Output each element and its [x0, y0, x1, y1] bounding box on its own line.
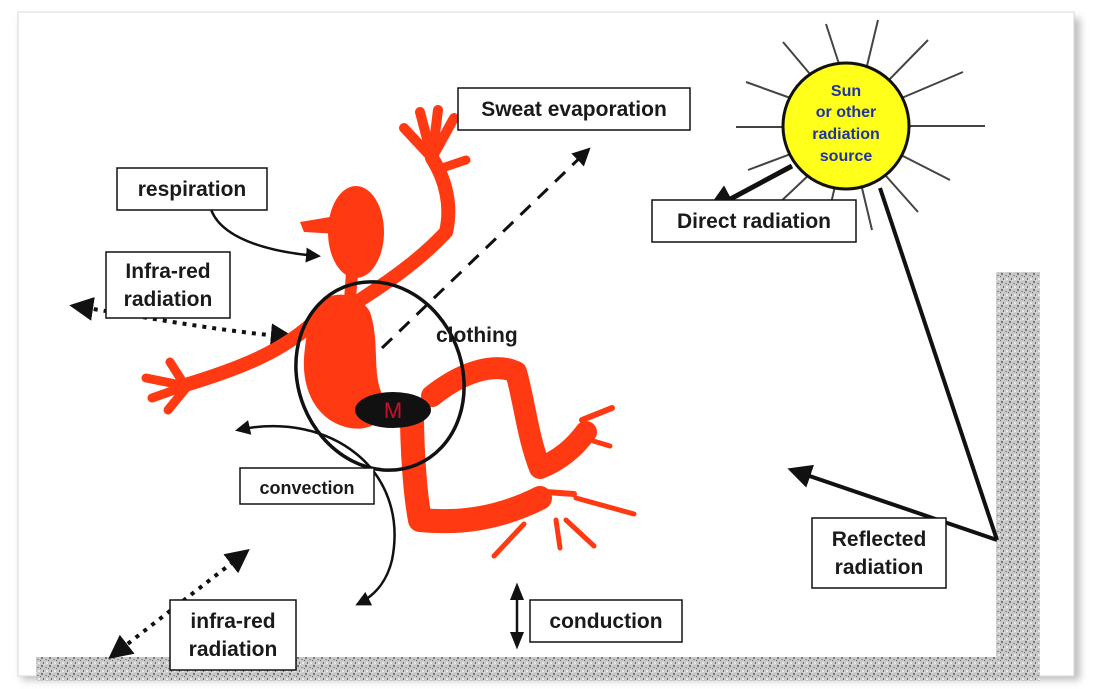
sun-label-line1: Sun	[831, 83, 861, 100]
figure-finger	[427, 113, 459, 163]
clothing-label: clothing	[436, 324, 518, 347]
figure-thumb	[431, 155, 471, 175]
respiration-box	[116, 167, 268, 211]
metabolism-label: M	[384, 398, 402, 423]
sweat-evaporation-box	[457, 87, 691, 131]
respiration-label: respiration	[138, 178, 247, 201]
reflected-radiation-arrow	[787, 464, 998, 542]
infrared-radiation-top-label-line2: radiation	[124, 288, 213, 311]
convection-box	[239, 467, 375, 505]
convection-label: convection	[259, 478, 354, 498]
figure-head	[328, 186, 384, 278]
metabolism-oval	[355, 392, 431, 428]
figure-thumb	[165, 357, 189, 389]
sun-label-line2: or other	[816, 104, 876, 121]
figure-toe	[587, 437, 613, 449]
figure-front-leg	[421, 357, 597, 479]
figure-toe	[491, 521, 527, 559]
human-figure	[141, 105, 637, 559]
clothing-ellipse	[294, 280, 466, 472]
conduction-box	[529, 599, 683, 643]
figure-toe	[573, 495, 637, 517]
direct-radiation-box	[651, 199, 857, 243]
infrared-radiation-bottom-label-line1: infra-red	[190, 610, 275, 633]
sun	[781, 61, 911, 191]
infrared-radiation-bottom-label-line2: radiation	[189, 638, 278, 661]
conduction-label: conduction	[549, 610, 662, 633]
figure-torso	[303, 294, 385, 429]
figure-cap-brim	[300, 216, 340, 234]
infrared-radiation-bottom-arrow	[108, 549, 250, 659]
reflected-radiation-box	[811, 517, 947, 589]
figure-rear-leg	[400, 402, 552, 534]
infrared-radiation-top-box	[105, 251, 231, 319]
infrared-radiation-bottom-box	[169, 599, 297, 671]
respiration-arrow	[208, 205, 321, 263]
figure-toe	[543, 489, 577, 497]
sun-rays	[736, 19, 985, 231]
sweat-evaporation-label: Sweat evaporation	[481, 98, 667, 121]
figure-finger	[163, 383, 191, 415]
direct-radiation-label: Direct radiation	[677, 210, 831, 233]
reflected-radiation-label-line2: radiation	[835, 556, 924, 579]
reflected-radiation-label-line1: Reflected	[832, 528, 927, 551]
figure-toe	[563, 517, 597, 549]
figure-left-arm	[175, 311, 325, 393]
wall	[996, 272, 1040, 681]
incident-radiation-line	[878, 187, 999, 541]
infrared-radiation-top-label-line1: Infra-red	[125, 260, 210, 283]
sun-label-line4: source	[820, 148, 873, 165]
figure-toe	[553, 517, 563, 551]
convection-arrow	[235, 420, 396, 606]
sun-label-line3: radiation	[812, 126, 880, 143]
figure-toe	[579, 405, 615, 423]
